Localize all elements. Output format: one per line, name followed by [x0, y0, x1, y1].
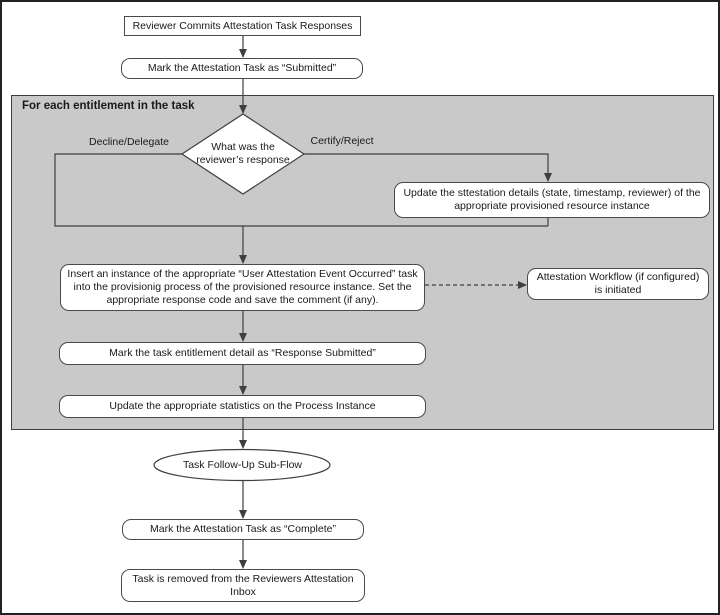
branch-label-certify: Certify/Reject — [310, 134, 374, 147]
node-update-statistics: Update the appropriate statistics on the… — [59, 395, 426, 418]
branch-label-decline: Decline/Delegate — [89, 135, 169, 148]
decision-diamond — [180, 113, 306, 195]
connector-certify-branch — [304, 153, 552, 182]
node-reviewer-commits: Reviewer Commits Attestation Task Respon… — [124, 16, 361, 36]
node-task-removed: Task is removed from the Reviewers Attes… — [121, 569, 365, 602]
node-insert-event: Insert an instance of the appropriate “U… — [60, 264, 425, 311]
connector-decline-branch — [54, 153, 548, 227]
node-update-attestation: Update the sttestation details (state, t… — [394, 182, 710, 218]
node-mark-complete: Mark the Attestation Task as “Complete” — [122, 519, 364, 540]
node-mark-submitted: Mark the Attestation Task as “Submitted” — [121, 58, 363, 79]
subflow-ellipse — [153, 448, 331, 482]
loop-region — [11, 95, 714, 430]
decision-label: What was the reviewer’s response — [196, 141, 290, 166]
loop-title: For each entitlement in the task — [22, 100, 195, 112]
node-mark-entitlement: Mark the task entitlement detail as “Res… — [59, 342, 426, 365]
node-attestation-workflow: Attestation Workflow (if configured) is … — [527, 268, 709, 300]
subflow-label: Task Follow-Up Sub-Flow — [182, 458, 303, 471]
